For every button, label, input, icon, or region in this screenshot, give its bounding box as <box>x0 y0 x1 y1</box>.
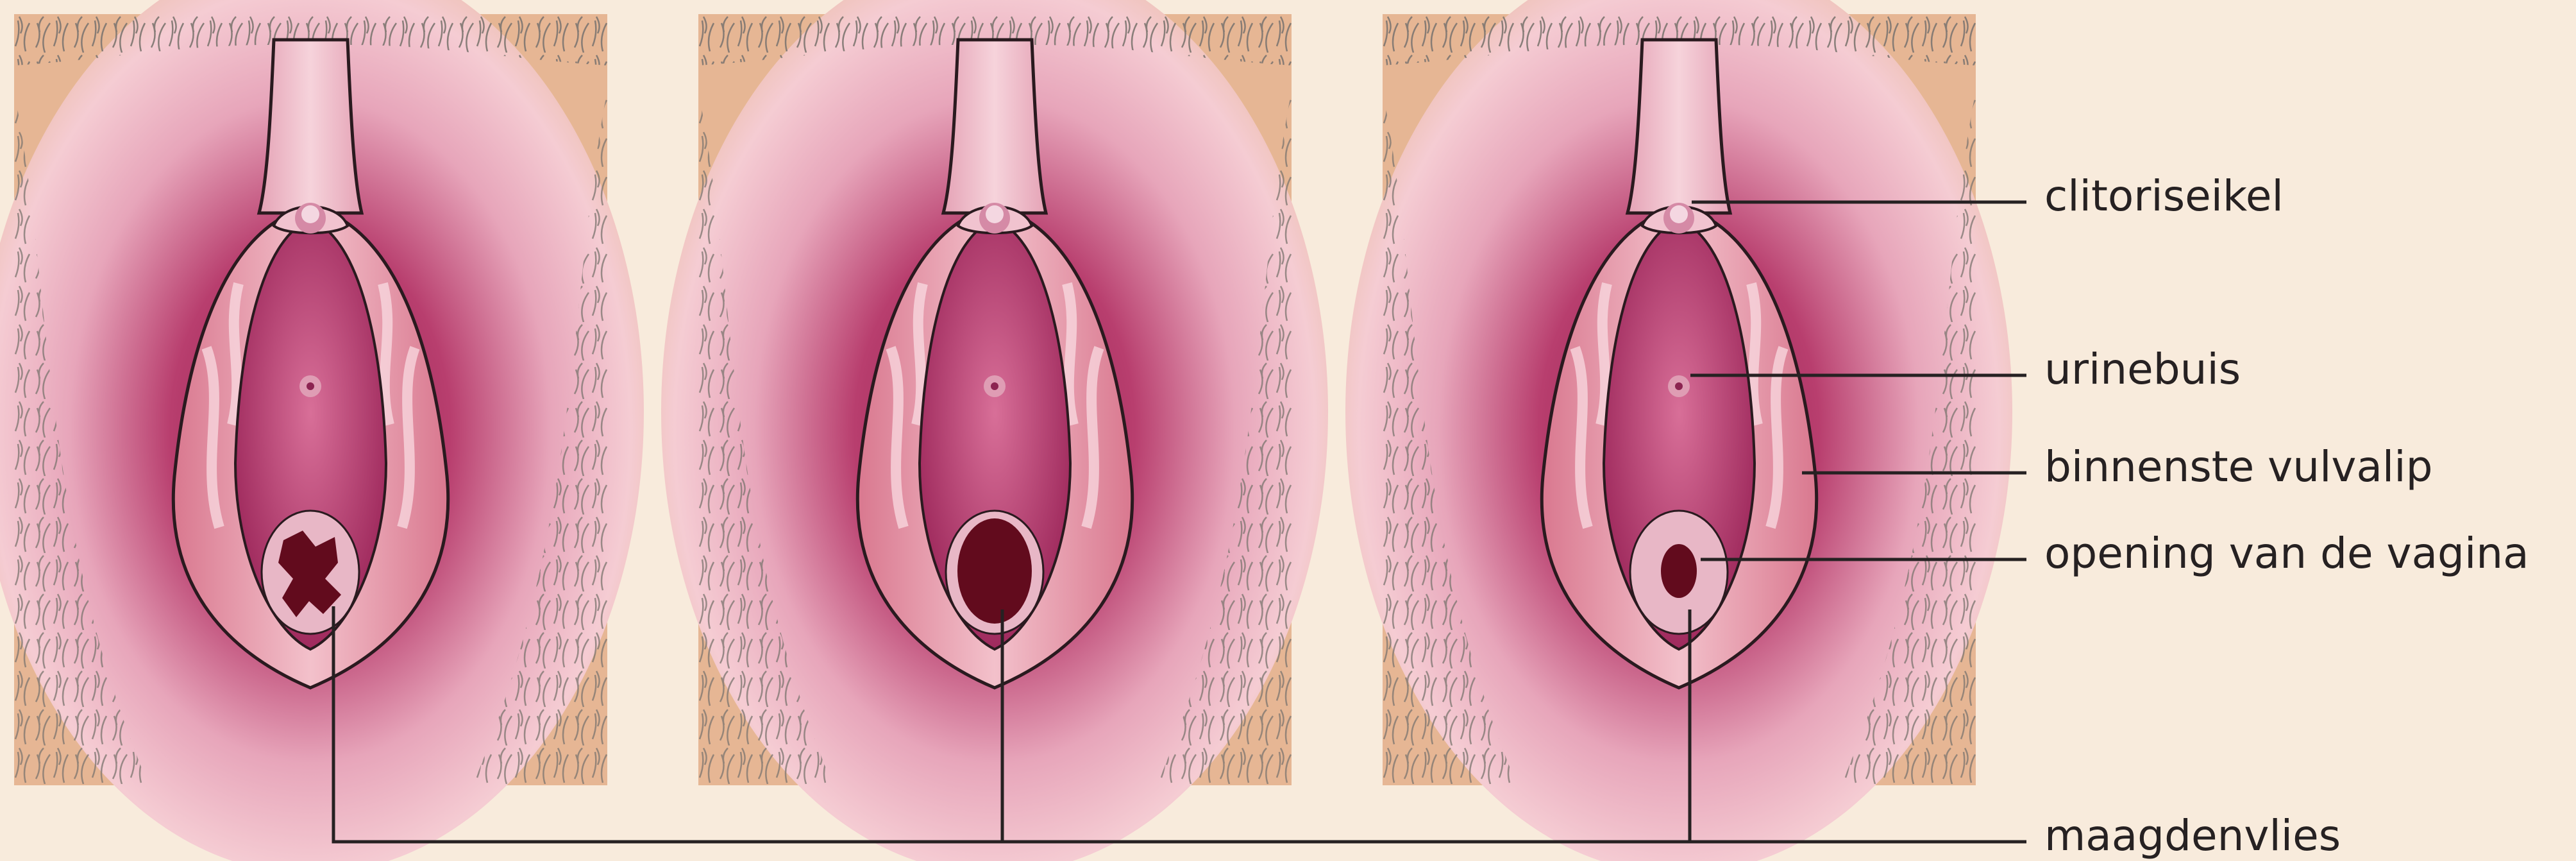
labels: clitoriseikel urinebuis binnenste vulval… <box>2044 171 2529 860</box>
label-vaginal-opening: opening van de vagina <box>2044 529 2529 578</box>
small-opening <box>1661 544 1697 598</box>
label-inner-labia: binnenste vulvalip <box>2044 442 2432 491</box>
large-opening <box>957 518 1032 624</box>
panel-2-large-opening-hymen <box>661 0 1328 861</box>
panel-3-small-opening-hymen <box>1345 0 2012 861</box>
label-hymen: maagdenvlies <box>2044 811 2341 860</box>
label-clitoral-hood: clitoriseikel <box>2044 171 2284 221</box>
panel-1-irregular-hymen <box>0 0 644 861</box>
label-urethra: urinebuis <box>2044 345 2241 394</box>
